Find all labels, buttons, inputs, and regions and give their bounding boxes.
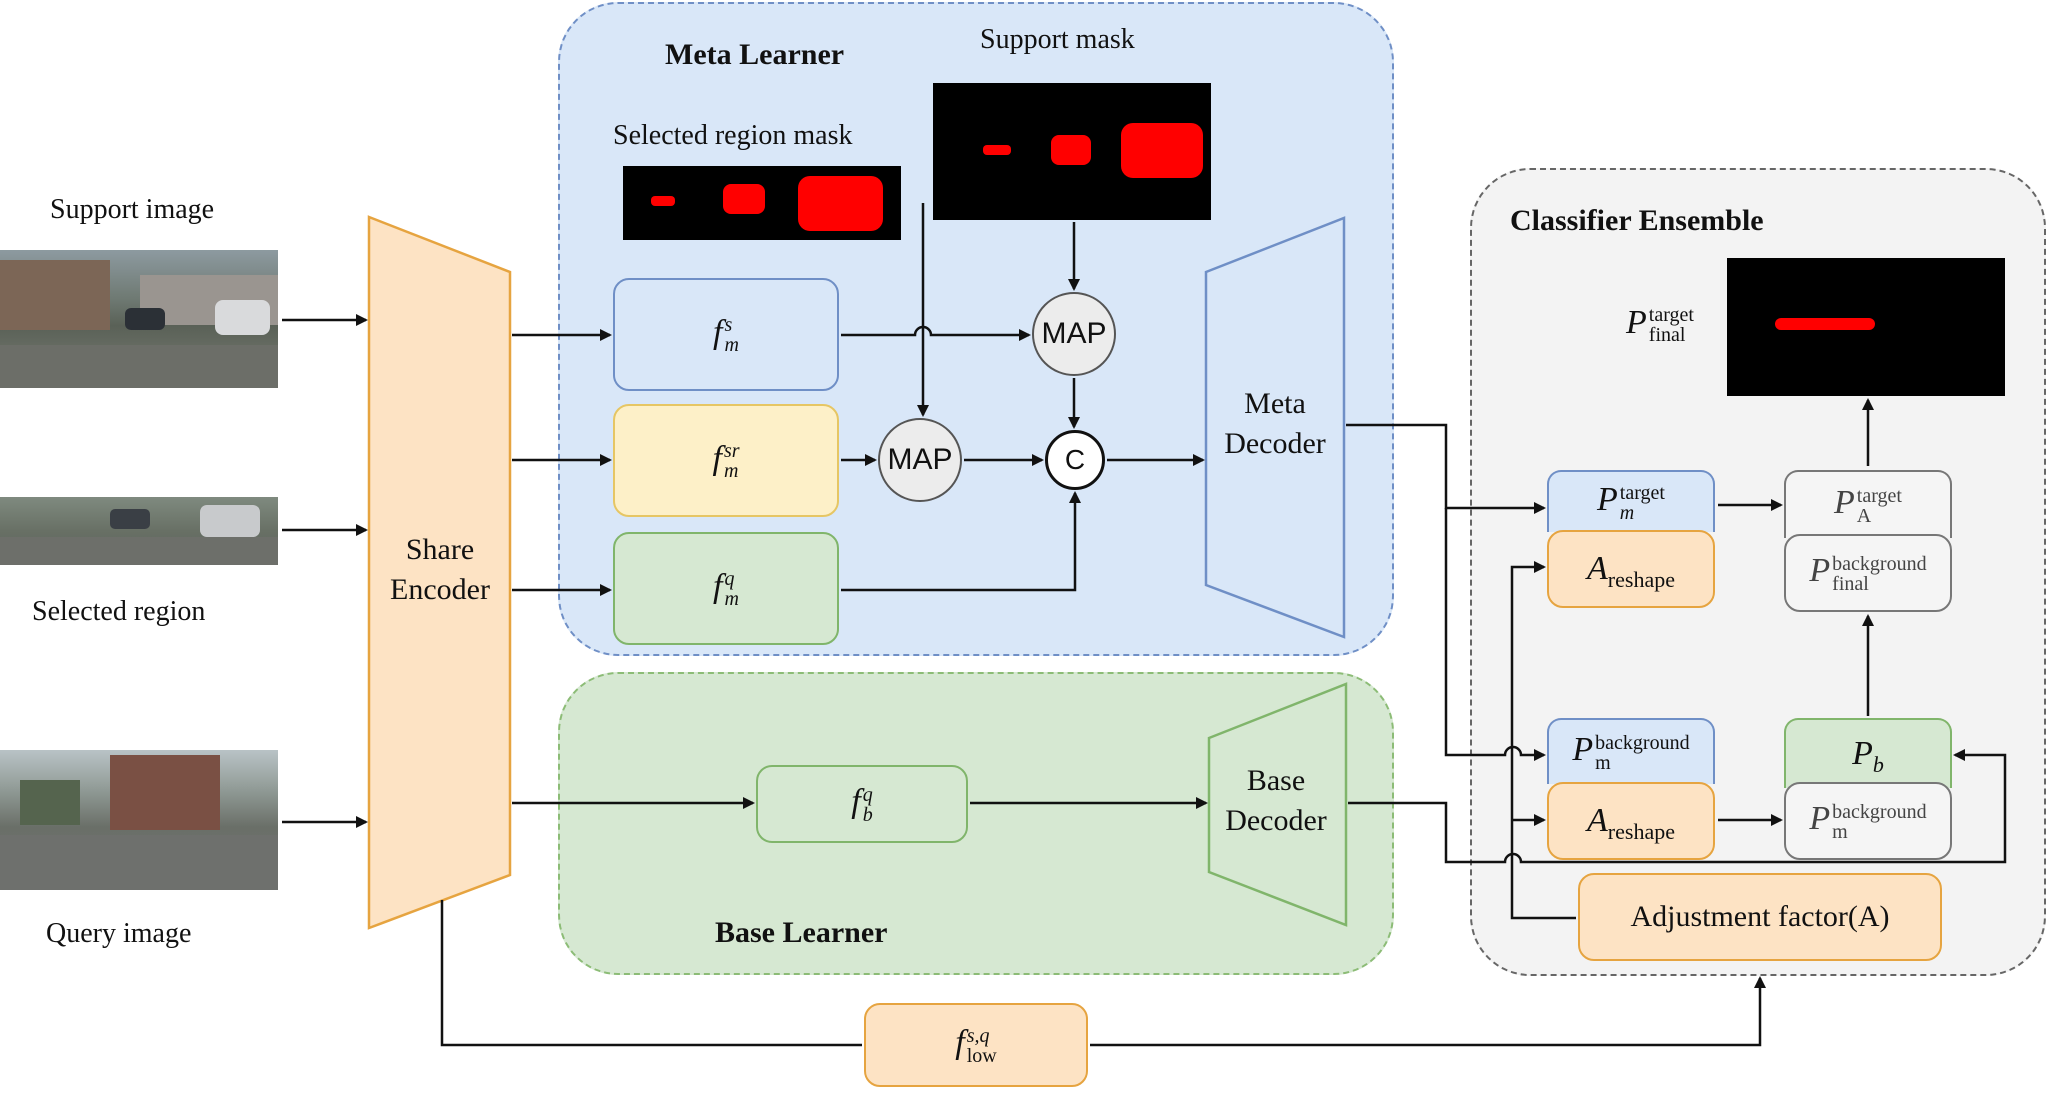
p-a-target-base: P — [1834, 484, 1855, 522]
selected-region-mask-label: Selected region mask — [613, 120, 853, 151]
support-mask-label: Support mask — [980, 24, 1135, 55]
adjustment-factor-box: Adjustment factor(A) — [1578, 873, 1942, 961]
p-m-target-base: P — [1597, 481, 1618, 519]
classifier-ensemble-title: Classifier Ensemble — [1510, 204, 1764, 237]
selected-region-mask — [623, 166, 901, 240]
f-b-q-base: f — [851, 783, 861, 821]
meta-decoder-line-2: Decoder — [1224, 427, 1326, 460]
f-m-sr-sup: sr — [723, 440, 740, 463]
final-prediction-mask — [1727, 258, 2005, 396]
a-reshape-top-sub: reshape — [1607, 567, 1675, 592]
base-decoder-line-1: Base — [1246, 764, 1306, 797]
query-image-label: Query image — [46, 918, 192, 949]
p-a-target-sup: target — [1856, 484, 1902, 507]
arrow-fms-to-map — [841, 325, 1031, 341]
selected-region-label: Selected region — [32, 596, 206, 627]
arrow-adjustment-to-a-reshape-top — [1510, 561, 1576, 920]
p-m-target-sub: m — [1619, 501, 1635, 524]
f-m-q-base: f — [713, 567, 723, 605]
f-b-q-sup: q — [862, 783, 873, 806]
f-m-s-base: f — [713, 313, 723, 351]
arrow-base-decoder-to-pb — [1348, 749, 2007, 864]
base-decoder-label: Base Decoder — [1206, 761, 1346, 841]
a-reshape-bottom-sub: reshape — [1607, 819, 1675, 844]
support-mask — [933, 83, 1211, 220]
a-reshape-top-base: A — [1587, 550, 1608, 587]
p-final-target-sub: final — [1648, 324, 1686, 347]
f-m-s-sub: m — [724, 334, 739, 357]
a-reshape-bottom-base: A — [1587, 802, 1608, 839]
arrow-meta-decoder-to-pm-target — [1346, 423, 1546, 514]
meta-decoder-line-1: Meta — [1244, 387, 1306, 420]
arrow-flow-to-adjustment — [1090, 976, 1766, 1047]
f-m-q-sup: q — [724, 568, 735, 591]
meta-learner-title: Meta Learner — [665, 38, 845, 71]
p-m-background-copy-base: P — [1809, 800, 1831, 838]
map-circle-support: MAP — [1032, 292, 1116, 376]
concat-circle: C — [1045, 430, 1105, 490]
f-low-base: f — [955, 1024, 965, 1062]
f-m-sr-base: f — [712, 439, 722, 477]
base-decoder-line-2: Decoder — [1225, 804, 1327, 837]
p-final-target-sup: target — [1648, 304, 1694, 327]
p-b-base: P — [1852, 735, 1873, 772]
p-m-background-copy-sup: background — [1832, 800, 1927, 823]
f-low-sub: low — [966, 1044, 997, 1067]
line-encoder-to-flow — [440, 900, 862, 1047]
f-low-sup: s,q — [966, 1024, 990, 1047]
share-encoder-shape — [367, 215, 512, 930]
f-m-sr-sub: m — [723, 460, 739, 483]
p-final-background-sup: background — [1832, 552, 1927, 575]
p-final-background-base: P — [1809, 552, 1831, 590]
support-image — [0, 250, 278, 388]
support-image-label: Support image — [50, 194, 215, 225]
p-m-target-sup: target — [1619, 481, 1665, 504]
query-image — [0, 750, 278, 890]
base-learner-title: Base Learner — [715, 916, 888, 949]
meta-decoder-label: Meta Decoder — [1206, 384, 1344, 464]
share-encoder-line-1: Share — [405, 533, 475, 566]
map-circle-region: MAP — [878, 418, 962, 502]
p-final-target-base: P — [1626, 304, 1647, 341]
selected-region-image — [0, 497, 278, 565]
a-reshape-box-bottom: Areshape — [1547, 782, 1715, 860]
share-encoder-line-2: Encoder — [390, 573, 490, 606]
base-decoder-shape — [1207, 682, 1348, 927]
p-b-sub: b — [1872, 752, 1884, 777]
p-m-background-sub: m — [1595, 751, 1611, 774]
p-m-background-base: P — [1572, 731, 1594, 769]
f-m-q-sub: m — [724, 588, 739, 611]
p-m-background-copy-sub: m — [1832, 820, 1848, 843]
arrow-meta-decoder-to-pm-background — [1444, 508, 1546, 761]
share-encoder-label: Share Encoder — [370, 530, 510, 610]
f-m-s-sup: s — [724, 314, 733, 337]
p-b-box: Pb — [1784, 718, 1952, 788]
meta-decoder-shape — [1204, 216, 1346, 639]
f-b-q-sub: b — [862, 803, 873, 826]
arrow-fmq-to-concat — [841, 491, 1081, 592]
p-m-background-sup: background — [1595, 731, 1690, 754]
p-a-target-sub: A — [1856, 504, 1872, 527]
p-final-background-sub: final — [1832, 572, 1869, 595]
a-reshape-box-top: Areshape — [1547, 530, 1715, 608]
